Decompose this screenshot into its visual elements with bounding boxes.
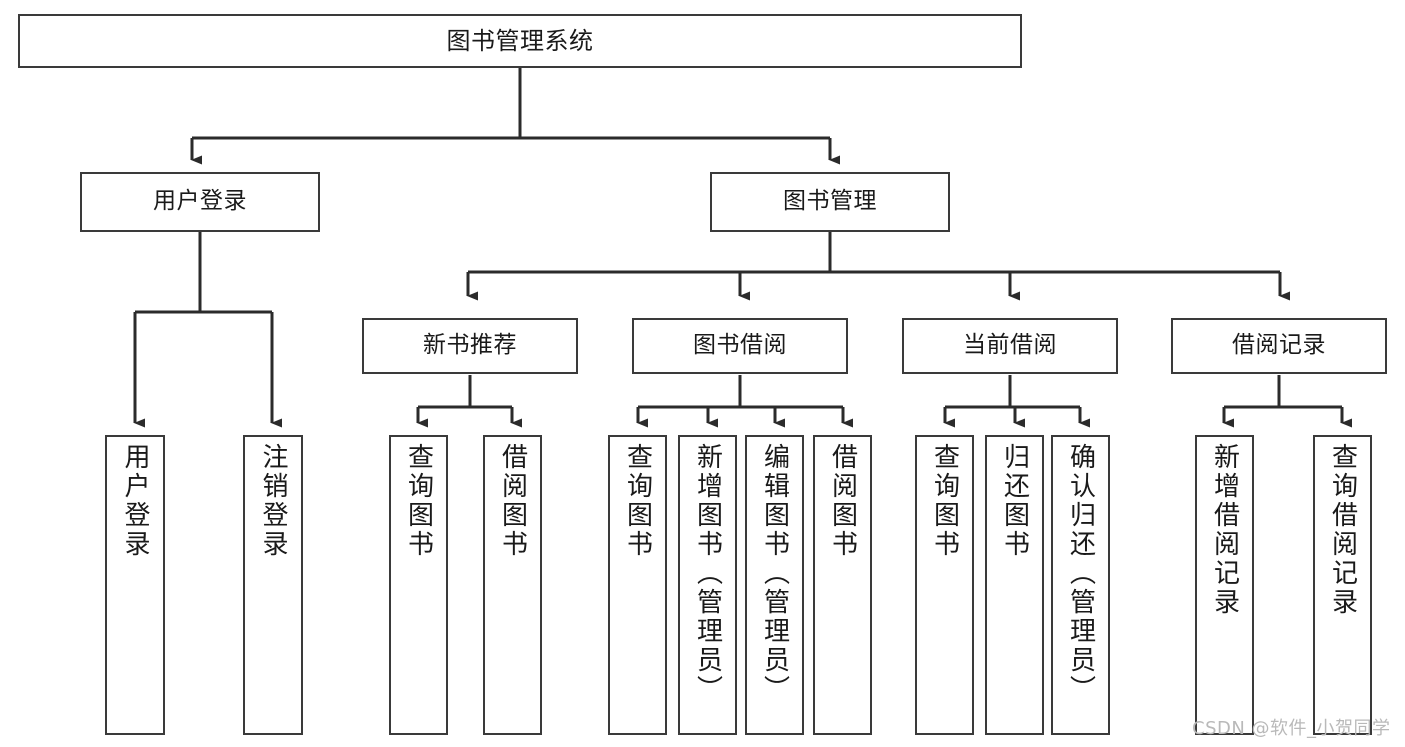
- leaf-borrow-books-recommend[interactable]: 借阅图书: [483, 435, 542, 735]
- leaf-add-book-admin-label: 新增图书（管理员）: [692, 443, 723, 704]
- leaf-logout[interactable]: 注销登录: [243, 435, 303, 735]
- node-book-management[interactable]: 图书管理: [710, 172, 950, 232]
- leaf-borrow-books[interactable]: 借阅图书: [813, 435, 872, 735]
- node-book-borrow-label: 图书借阅: [693, 332, 787, 359]
- leaf-edit-book-admin-label: 编辑图书（管理员）: [759, 443, 790, 704]
- node-book-management-label: 图书管理: [783, 188, 877, 215]
- leaf-return-books-label: 归还图书: [999, 443, 1030, 559]
- leaf-query-books-recommend[interactable]: 查询图书: [389, 435, 448, 735]
- leaf-add-book-admin[interactable]: 新增图书（管理员）: [678, 435, 737, 735]
- leaf-user-login[interactable]: 用户登录: [105, 435, 165, 735]
- node-user-login[interactable]: 用户登录: [80, 172, 320, 232]
- leaf-query-books-current[interactable]: 查询图书: [915, 435, 974, 735]
- leaf-query-books-borrow[interactable]: 查询图书: [608, 435, 667, 735]
- leaf-add-borrow-record-label: 新增借阅记录: [1209, 443, 1240, 617]
- node-book-borrow[interactable]: 图书借阅: [632, 318, 848, 374]
- leaf-query-borrow-record-label: 查询借阅记录: [1327, 443, 1358, 617]
- leaf-query-books-borrow-label: 查询图书: [622, 443, 653, 559]
- csdn-watermark: CSDN @软件_小贺同学: [1192, 718, 1391, 739]
- node-root[interactable]: 图书管理系统: [18, 14, 1022, 68]
- leaf-query-books-recommend-label: 查询图书: [403, 443, 434, 559]
- node-root-label: 图书管理系统: [446, 26, 594, 55]
- node-current-borrow-label: 当前借阅: [963, 332, 1057, 359]
- leaf-return-books[interactable]: 归还图书: [985, 435, 1044, 735]
- leaf-query-books-current-label: 查询图书: [929, 443, 960, 559]
- leaf-borrow-books-label: 借阅图书: [827, 443, 858, 559]
- node-borrow-record-label: 借阅记录: [1232, 332, 1326, 359]
- leaf-add-borrow-record[interactable]: 新增借阅记录: [1195, 435, 1254, 735]
- leaf-edit-book-admin[interactable]: 编辑图书（管理员）: [745, 435, 804, 735]
- node-current-borrow[interactable]: 当前借阅: [902, 318, 1118, 374]
- node-user-login-label: 用户登录: [153, 188, 247, 215]
- leaf-query-borrow-record[interactable]: 查询借阅记录: [1313, 435, 1372, 735]
- node-new-book-recommend-label: 新书推荐: [423, 332, 517, 359]
- leaf-logout-label: 注销登录: [258, 443, 288, 559]
- leaf-confirm-return-admin-label: 确认归还（管理员）: [1065, 443, 1096, 704]
- leaf-borrow-books-recommend-label: 借阅图书: [497, 443, 528, 559]
- node-borrow-record[interactable]: 借阅记录: [1171, 318, 1387, 374]
- leaf-confirm-return-admin[interactable]: 确认归还（管理员）: [1051, 435, 1110, 735]
- leaf-user-login-label: 用户登录: [120, 443, 150, 559]
- node-new-book-recommend[interactable]: 新书推荐: [362, 318, 578, 374]
